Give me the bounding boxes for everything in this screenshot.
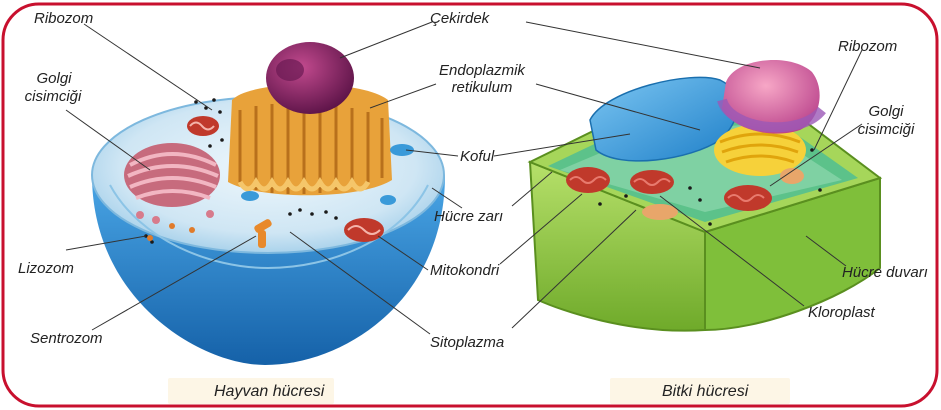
label-hucre-duvari: Hücre duvarı xyxy=(842,264,928,281)
line-cekirdek-plant xyxy=(526,22,760,68)
animal-cell xyxy=(92,42,445,365)
label-golgi-left-2: cisimciği xyxy=(20,88,86,105)
label-ribozom-left: Ribozom xyxy=(34,10,93,27)
animal-vacuole xyxy=(390,144,414,156)
label-endoplazmik-1: Endoplazmik xyxy=(432,62,532,79)
label-koful: Koful xyxy=(460,148,494,165)
label-endoplazmik-2: retikulum xyxy=(432,79,532,96)
animal-nucleus xyxy=(266,42,354,114)
label-golgi-right-1: Golgi xyxy=(862,103,910,120)
animal-mitochondrion-top xyxy=(187,116,219,136)
label-hucre-zari: Hücre zarı xyxy=(434,208,503,225)
label-sitoplazma: Sitoplazma xyxy=(430,334,504,351)
label-golgi-left-1: Golgi xyxy=(28,70,80,87)
label-sentrozom: Sentrozom xyxy=(30,330,103,347)
caption-plant: Bitki hücresi xyxy=(662,383,748,401)
label-kloroplast: Kloroplast xyxy=(808,304,875,321)
label-ribozom-right: Ribozom xyxy=(838,38,897,55)
label-lizozom: Lizozom xyxy=(18,260,74,277)
caption-animal: Hayvan hücresi xyxy=(214,383,324,401)
animal-mitochondrion-right xyxy=(344,218,384,242)
plant-cell xyxy=(530,60,880,331)
label-cekirdek: Çekirdek xyxy=(430,10,489,27)
label-mitokondri: Mitokondri xyxy=(430,262,499,279)
line-ribozom-left xyxy=(84,24,212,110)
line-cekirdek-animal xyxy=(340,22,432,58)
label-golgi-right-2: cisimciği xyxy=(852,121,920,138)
